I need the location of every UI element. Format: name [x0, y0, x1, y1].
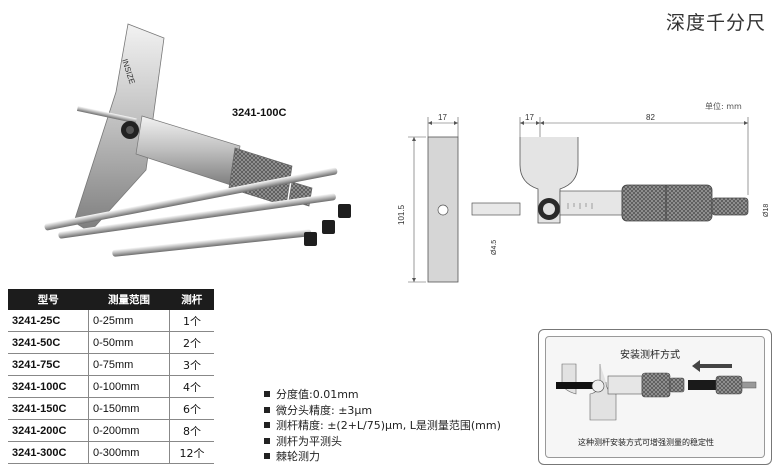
- cell-range: 0-75mm: [88, 353, 170, 376]
- dim-front-width: 17: [438, 113, 447, 122]
- page-title: 深度千分尺: [665, 12, 766, 34]
- feature-item: 测杆为平测头: [264, 434, 501, 450]
- depth-rod: [76, 105, 137, 124]
- feature-list: 分度值:0.01mm 微分头精度: ±3μm 测杆精度: ±(2+L/75)μm…: [264, 387, 501, 465]
- cell-rods: 4个: [169, 375, 214, 398]
- feature-item: 分度值:0.01mm: [264, 387, 501, 403]
- thimble: [228, 147, 293, 207]
- table-header-row: 型号 测量范围 测杆: [8, 289, 214, 310]
- cell-model: 3241-300C: [8, 441, 89, 464]
- cell-model: 3241-75C: [8, 353, 89, 376]
- header-model: 型号: [8, 289, 89, 310]
- dim-side-base: 17: [525, 113, 534, 122]
- front-view: 17 101.5: [397, 113, 459, 283]
- cell-rods: 1个: [169, 310, 214, 332]
- feature-item: 棘轮测力: [264, 449, 501, 465]
- cell-model: 3241-50C: [8, 331, 89, 354]
- header-rods: 测杆: [169, 289, 214, 310]
- spare-rods: [44, 167, 351, 257]
- arrow-left-icon: [692, 360, 732, 372]
- dim-front-height: 101.5: [397, 204, 406, 225]
- technical-drawing: 17 101.5 17 82 Ø4.5 Ø18: [397, 113, 770, 283]
- dim-thimble-diameter: Ø18: [763, 204, 770, 217]
- cell-model: 3241-25C: [8, 310, 89, 332]
- unit-note: 单位: mm: [705, 102, 742, 111]
- cell-range: 0-300mm: [88, 441, 170, 464]
- cell-rods: 3个: [169, 353, 214, 376]
- cell-model: 3241-200C: [8, 419, 89, 442]
- header-range: 测量范围: [88, 289, 170, 310]
- cell-range: 0-25mm: [88, 310, 170, 332]
- cell-rods: 12个: [169, 441, 214, 464]
- cell-rods: 2个: [169, 331, 214, 354]
- feature-item: 测杆精度: ±(2+L/75)μm, L是测量范围(mm): [264, 418, 501, 434]
- cell-model: 3241-150C: [8, 397, 89, 420]
- cell-rods: 6个: [169, 397, 214, 420]
- model-label: 3241-100C: [232, 107, 287, 119]
- cell-range: 0-100mm: [88, 375, 170, 398]
- cell-rods: 8个: [169, 419, 214, 442]
- inset-title: 安装测杆方式: [620, 350, 680, 361]
- sleeve: [135, 115, 241, 187]
- cell-range: 0-200mm: [88, 419, 170, 442]
- dim-rod-diameter: Ø4.5: [491, 240, 498, 255]
- product-illustration: INSIZE: [44, 23, 351, 257]
- side-view: 17 82 Ø4.5 Ø18: [471, 113, 770, 255]
- feature-item: 微分头精度: ±3μm: [264, 403, 501, 419]
- inset-illustration: [556, 360, 757, 421]
- inset-caption: 这种测杆安装方式可增强测量的稳定性: [578, 438, 714, 447]
- dim-side-length: 82: [646, 113, 655, 122]
- cell-model: 3241-100C: [8, 375, 89, 398]
- cell-range: 0-50mm: [88, 331, 170, 354]
- cell-range: 0-150mm: [88, 397, 170, 420]
